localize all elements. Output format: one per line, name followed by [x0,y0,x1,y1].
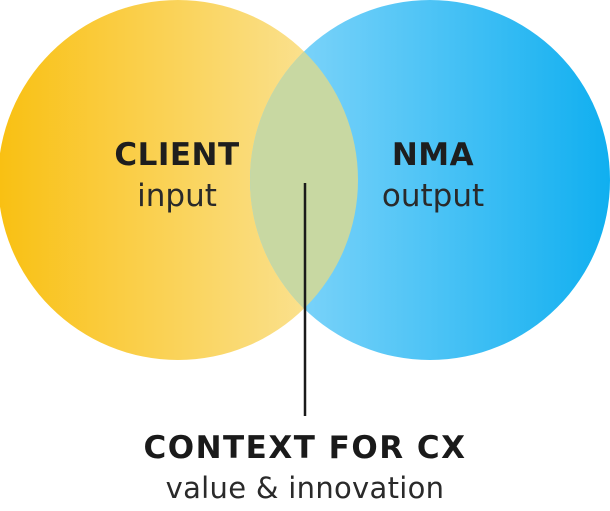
client-subtitle: input [137,178,217,214]
caption-subtitle: value & innovation [165,471,445,505]
nma-title: NMA [392,137,474,173]
client-circle [0,0,358,360]
client-title: CLIENT [114,137,239,173]
nma-subtitle: output [382,178,484,214]
caption-title: CONTEXT FOR CX [143,430,467,466]
nma-circle [250,0,610,360]
